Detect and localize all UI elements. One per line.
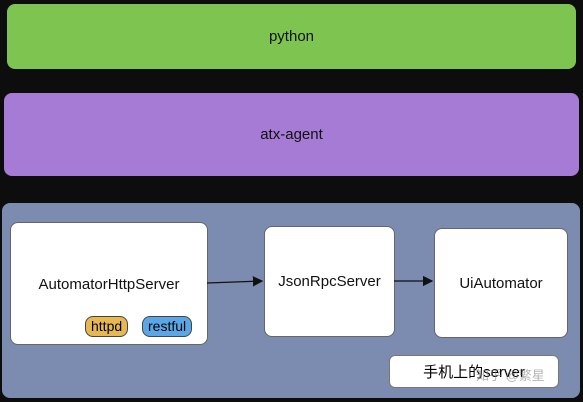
json-rpc-server-box: JsonRpcServer <box>264 226 395 337</box>
ui-automator-box: UiAutomator <box>434 228 568 338</box>
json-rpc-server-label: JsonRpcServer <box>278 273 381 290</box>
ui-automator-label: UiAutomator <box>459 274 543 292</box>
device-server-caption: 手机上的server <box>389 355 559 388</box>
python-layer-label: python <box>268 28 315 45</box>
arrow-automator-to-jsonrpc <box>206 276 264 287</box>
httpd-tag: httpd <box>85 316 129 337</box>
automator-http-server-box: AutomatorHttpServer <box>10 222 208 345</box>
device-server-caption-label: 手机上的server <box>423 364 525 381</box>
atx-agent-layer: atx-agent <box>4 93 579 176</box>
python-layer: python <box>7 4 576 69</box>
automator-http-server-label: AutomatorHttpServer <box>38 276 180 293</box>
watermark: 知乎 @繁星 <box>476 368 545 383</box>
atx-agent-layer-label: atx-agent <box>260 126 323 143</box>
restful-tag: restful <box>142 316 193 337</box>
